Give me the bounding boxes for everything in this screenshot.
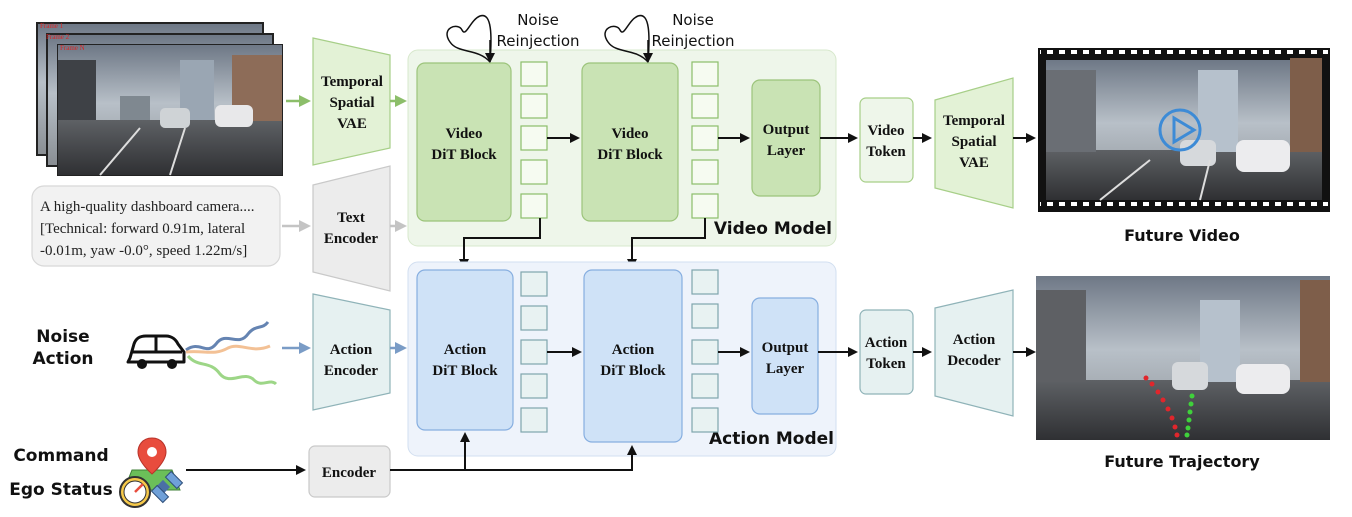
- temporal-spatial-vae-decoder: Temporal Spatial VAE: [934, 77, 1014, 209]
- ego-status-label: Ego Status: [9, 480, 113, 500]
- noise-reinjection-1: Noise Reinjection: [446, 11, 580, 63]
- future-video-frame: [1038, 48, 1330, 212]
- input-video-frames: Frame 1 Frame 2 Frame N: [36, 22, 283, 176]
- vae-right-line-2: Spatial: [951, 134, 996, 150]
- video-token-column-2: [691, 61, 719, 219]
- video-token-line-2: Token: [866, 144, 906, 160]
- trajectory-green-dots: [1184, 393, 1195, 438]
- noise-action-line-1: Noise: [36, 327, 89, 347]
- video-dit-2-line-2: DiT Block: [597, 147, 663, 163]
- noise-squiggle-icon: [446, 15, 492, 63]
- arrow-encoder-to-action-dit-2: [390, 445, 637, 471]
- action-token-line-2: Token: [866, 356, 906, 372]
- video-token-line-1: Video: [868, 123, 905, 139]
- action-dit-block-2: Action DiT Block: [583, 269, 683, 443]
- text-prompt-line-1: A high-quality dashboard camera....: [40, 199, 255, 215]
- action-dit-1-line-1: Action: [444, 342, 487, 358]
- arrow-video-to-action-1: [459, 218, 541, 269]
- noise-reinjection-1-line-1: Noise: [517, 11, 559, 29]
- action-output-line-2: Layer: [766, 361, 805, 377]
- video-token: Video Token: [859, 97, 914, 183]
- video-token-column-1: [520, 61, 548, 219]
- text-prompt-box: A high-quality dashboard camera.... [Tec…: [31, 185, 281, 267]
- video-dit-1-line-1: Video: [446, 126, 483, 142]
- noise-reinjection-1-line-2: Reinjection: [496, 32, 579, 50]
- action-token-line-1: Action: [865, 335, 908, 351]
- future-video-caption: Future Video: [1124, 226, 1240, 245]
- video-output-layer: Output Layer: [751, 79, 821, 197]
- action-output-layer: Output Layer: [751, 297, 819, 415]
- action-dit-1-line-2: DiT Block: [432, 363, 498, 379]
- noise-reinjection-2: Noise Reinjection: [604, 11, 735, 63]
- action-decoder: Action Decoder: [934, 289, 1014, 417]
- video-dit-2-line-1: Video: [612, 126, 649, 142]
- future-trajectory-caption: Future Trajectory: [1104, 452, 1260, 471]
- text-prompt-line-3: -0.01m, yaw -0.0°, speed 1.22m/s]: [40, 243, 247, 259]
- arrow-video-to-action-2: [627, 218, 706, 269]
- vae-left-line-2: Spatial: [329, 95, 374, 111]
- future-trajectory-frame: [1036, 276, 1330, 440]
- action-dit-2-line-2: DiT Block: [600, 363, 666, 379]
- text-encoder-line-1: Text: [337, 210, 365, 226]
- command-label: Command: [13, 446, 108, 466]
- trajectory-red-dots: [1143, 375, 1180, 438]
- text-prompt-line-2: [Technical: forward 0.91m, lateral: [40, 221, 245, 237]
- video-dit-1-line-2: DiT Block: [431, 147, 497, 163]
- vae-left-line-1: Temporal: [321, 74, 383, 90]
- action-encoder: Action Encoder: [312, 293, 391, 411]
- text-encoder: Text Encoder: [312, 165, 391, 292]
- car-icon: [126, 334, 186, 369]
- action-token-column-2: [691, 269, 719, 433]
- action-dit-block-1: Action DiT Block: [416, 269, 514, 431]
- frame-front: [57, 44, 283, 176]
- video-dit-block-1: Video DiT Block: [416, 62, 512, 222]
- action-model-panel: Action Model Action DiT Block Action DiT…: [407, 261, 837, 457]
- temporal-spatial-vae-encoder: Temporal Spatial VAE: [312, 37, 391, 166]
- encoder-label: Encoder: [322, 465, 377, 481]
- action-dit-2-line-1: Action: [612, 342, 655, 358]
- action-model-title: Action Model: [709, 429, 834, 449]
- vae-right-line-1: Temporal: [943, 113, 1005, 129]
- action-token-column-1: [520, 271, 548, 433]
- video-model-title: Video Model: [714, 219, 832, 239]
- vae-left-line-3: VAE: [337, 116, 367, 132]
- play-icon: [1158, 108, 1202, 152]
- satellite-icon: [150, 470, 184, 504]
- noisy-trajectories: [185, 320, 278, 386]
- noise-squiggle-icon-2: [604, 15, 650, 63]
- video-dit-block-2: Video DiT Block: [581, 62, 679, 222]
- video-output-line-1: Output: [763, 122, 810, 138]
- speedometer-icon: [119, 476, 151, 508]
- noise-reinjection-2-line-2: Reinjection: [651, 32, 734, 50]
- text-encoder-line-2: Encoder: [324, 231, 379, 247]
- noise-reinjection-2-line-1: Noise: [672, 11, 714, 29]
- frame-label-2: Frame 2: [46, 33, 70, 41]
- frame-label-1: Frame 1: [40, 22, 64, 30]
- action-token: Action Token: [859, 309, 914, 395]
- noise-action-line-2: Action: [33, 349, 94, 369]
- video-model-panel: Video Model Video DiT Block Video DiT Bl…: [407, 49, 837, 247]
- action-decoder-line-2: Decoder: [947, 353, 1001, 369]
- ego-encoder: Encoder: [308, 445, 391, 498]
- action-output-line-1: Output: [762, 340, 809, 356]
- video-output-line-2: Layer: [767, 143, 806, 159]
- vae-right-line-3: VAE: [959, 155, 989, 171]
- action-encoder-line-2: Encoder: [324, 363, 379, 379]
- frame-label-n: Frame N: [60, 44, 85, 52]
- action-encoder-line-1: Action: [330, 342, 373, 358]
- action-decoder-line-1: Action: [953, 332, 996, 348]
